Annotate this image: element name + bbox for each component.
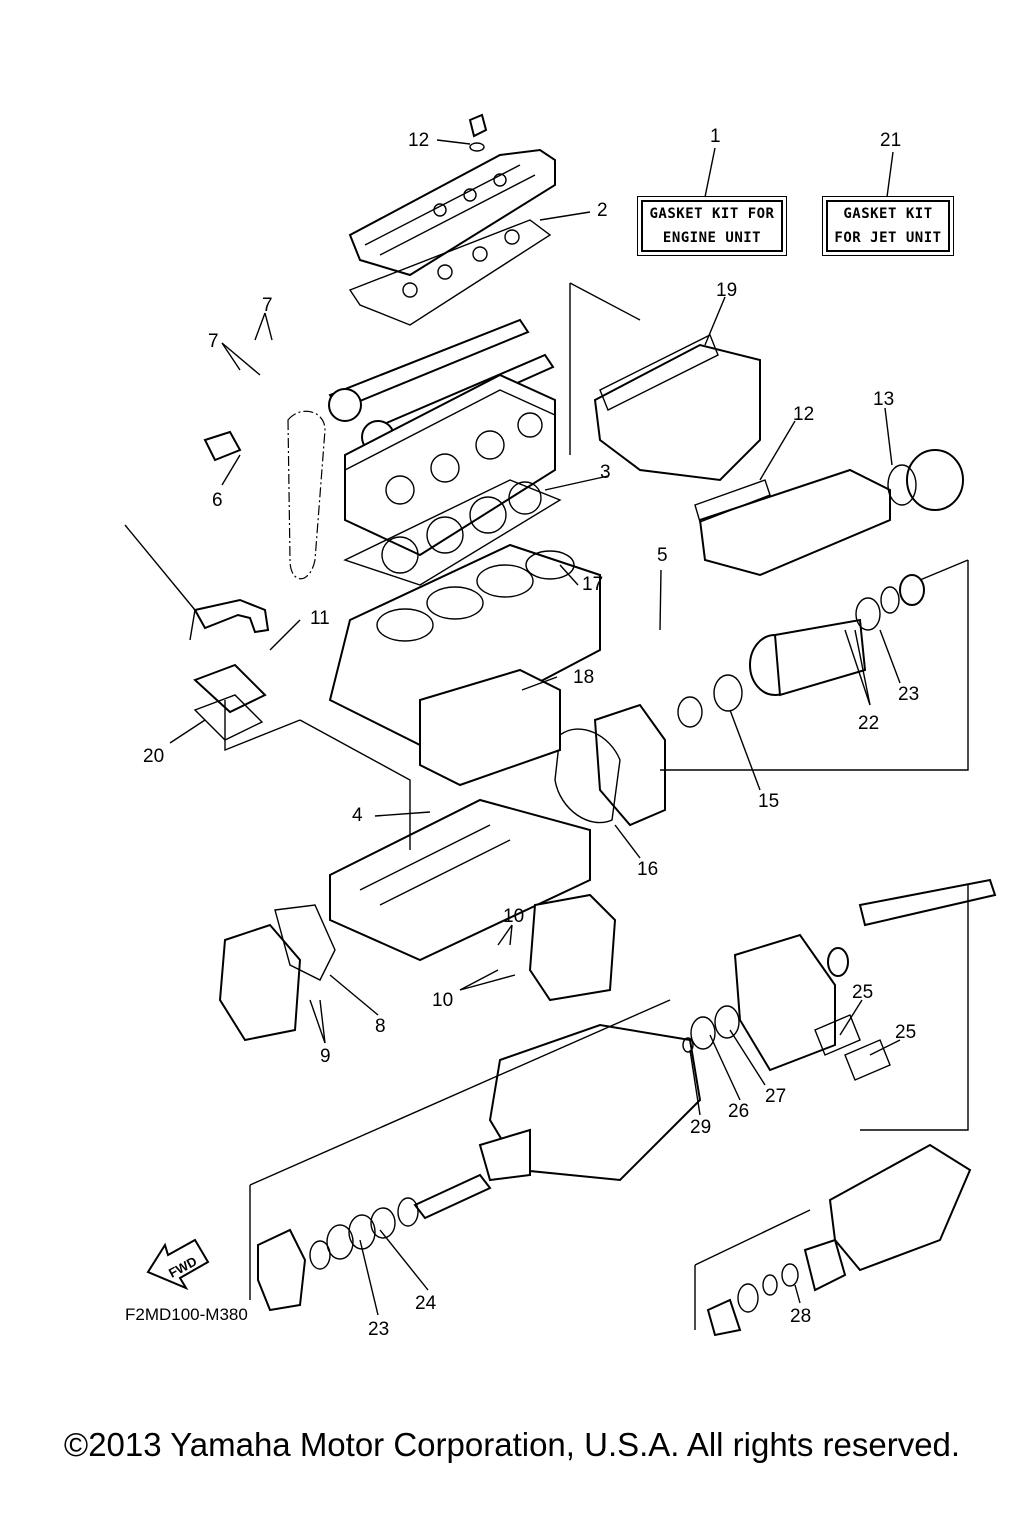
callout-10a: 10 [503,906,524,927]
callout-19: 19 [716,280,737,301]
callout-9: 9 [320,1046,331,1067]
crankcase [329,798,591,962]
callout-29: 29 [690,1117,711,1138]
engine-gasket-kit-box: GASKET KIT FOR ENGINE UNIT [637,196,787,256]
cylinder-block [328,543,601,747]
callout-1: 1 [710,126,721,147]
jet-pump-housing [733,878,997,1081]
cam-chain [287,410,326,580]
copyright-notice: ©2013 Yamaha Motor Corporation, U.S.A. A… [63,1426,961,1463]
coupling-assembly [677,574,925,728]
callout-16: 16 [637,859,658,880]
callout-4: 4 [352,805,363,826]
callout-2: 2 [597,200,608,221]
dipstick [124,524,196,641]
water-pump [528,893,617,1002]
callout-20: 20 [143,746,164,767]
callout-15: 15 [758,791,779,812]
callout-7b: 7 [208,331,219,352]
jet-kit-line1: GASKET KIT [843,206,933,222]
oil-cooler [419,668,561,787]
head-gasket [343,479,562,586]
callout-10b: 10 [432,990,453,1011]
chain-tensioner [203,430,242,462]
cylinder-head [344,373,556,557]
engine-kit-line2: ENGINE UNIT [662,230,762,246]
callout-25a: 25 [852,982,873,1003]
callout-labels: 12 1 2 21 7 7 6 19 12 13 3 5 17 11 18 20… [143,126,919,1340]
valve-cover-gasket [348,219,552,326]
jet-gasket-kit-box: GASKET KIT FOR JET UNIT [822,196,954,256]
callout-8: 8 [375,1016,386,1037]
callout-26: 26 [728,1101,749,1122]
frame-lines [224,282,969,1330]
drive-shaft-seals [257,1173,492,1312]
callout-21: 21 [880,130,901,151]
leader-lines [169,139,901,1316]
valve-cover [348,113,556,277]
callout-22: 22 [858,713,879,734]
cover-gasket [554,728,621,824]
callout-25b: 25 [895,1022,916,1043]
engine-kit-line1: GASKET KIT FOR [649,206,775,222]
callout-12: 12 [408,130,429,151]
callout-17: 17 [582,574,603,595]
generator-cover [593,703,666,827]
oil-pump [218,923,302,1042]
callout-5: 5 [657,545,668,566]
exhaust-pipe [694,449,964,577]
callout-11: 11 [310,608,330,629]
callout-18: 18 [573,667,594,688]
impeller-housing [478,1005,740,1182]
exhaust-manifold [593,334,761,482]
fwd-arrow-icon: FWD [146,1238,210,1291]
callout-28: 28 [790,1306,811,1327]
oil-pump-gasket [274,904,336,981]
breather-cover [193,663,267,741]
drawing-code: F2MD100-M380 [125,1305,248,1324]
jet-kit-line2: FOR JET UNIT [834,230,942,246]
callout-3: 3 [600,462,611,483]
callout-7a: 7 [262,295,273,316]
callout-13: 12 [793,404,814,425]
callout-23a: 23 [898,684,919,705]
callout-23b: 23 [368,1319,389,1340]
callout-14: 13 [873,389,894,410]
oil-pipe [193,598,270,634]
callout-24: 24 [415,1293,437,1314]
nozzle-assembly [706,1143,972,1337]
callout-6: 6 [212,490,223,511]
callout-27: 27 [765,1086,786,1107]
